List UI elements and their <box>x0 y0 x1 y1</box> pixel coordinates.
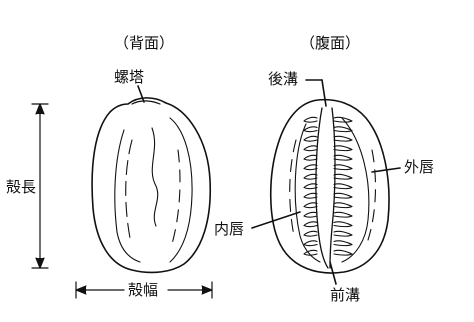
outer-tooth <box>334 231 352 236</box>
dorsal-spire-ridge <box>132 101 160 104</box>
outer-tooth <box>334 165 352 170</box>
outer-tooth <box>334 241 352 246</box>
outer-tooth <box>334 184 352 189</box>
inner-tooth <box>304 193 317 198</box>
outer-tooth <box>334 155 352 160</box>
anterior-canal-label: 前溝 <box>330 288 360 303</box>
outer-tooth <box>334 222 352 227</box>
dorsal-dashed-left <box>126 140 132 238</box>
outer-tooth <box>334 193 352 198</box>
dorsal-dashed-right <box>172 150 180 244</box>
ventral-shell <box>271 100 389 273</box>
inner-tooth <box>304 146 317 151</box>
outer-tooth <box>334 212 352 217</box>
inner-tooth <box>304 203 317 208</box>
inner-tooth <box>304 127 317 132</box>
shell-width-label: 殻幅 <box>128 283 158 298</box>
shell-length-label: 殻長 <box>6 180 36 195</box>
outer-lip-label: 外唇 <box>404 160 434 175</box>
dorsal-shell <box>92 98 210 273</box>
ventral-outer-lip-rim <box>342 118 369 262</box>
inner-lip-label: 内唇 <box>214 222 244 237</box>
inner-tooth <box>304 184 317 189</box>
posterior-canal-label: 後溝 <box>268 72 298 87</box>
dorsal-crack <box>152 128 158 226</box>
aperture-teeth <box>304 117 352 255</box>
outer-tooth <box>334 146 352 151</box>
inner-tooth <box>304 222 317 227</box>
outer-tooth <box>334 203 352 208</box>
back-view-label: （背面） <box>114 36 174 51</box>
outer-tooth <box>334 250 352 255</box>
inner-lip-leader-line <box>252 212 300 228</box>
inner-tooth <box>304 231 317 236</box>
inner-tooth <box>304 155 317 160</box>
ventral-shell-outline <box>271 100 389 273</box>
ventral-aperture <box>316 108 335 268</box>
inner-tooth <box>304 136 317 141</box>
posterior-canal-leader-line-2 <box>322 80 326 106</box>
spire-label: 螺塔 <box>114 70 144 85</box>
inner-tooth <box>304 165 317 170</box>
inner-tooth <box>304 174 317 179</box>
outer-tooth <box>334 174 352 179</box>
dorsal-inner-band-left <box>115 130 140 262</box>
inner-tooth <box>304 212 317 217</box>
inner-tooth <box>304 117 317 122</box>
inner-tooth <box>304 241 317 246</box>
outer-tooth <box>334 136 352 141</box>
ventral-view-label: （腹面） <box>300 36 360 51</box>
spire-leader-line <box>138 86 144 102</box>
